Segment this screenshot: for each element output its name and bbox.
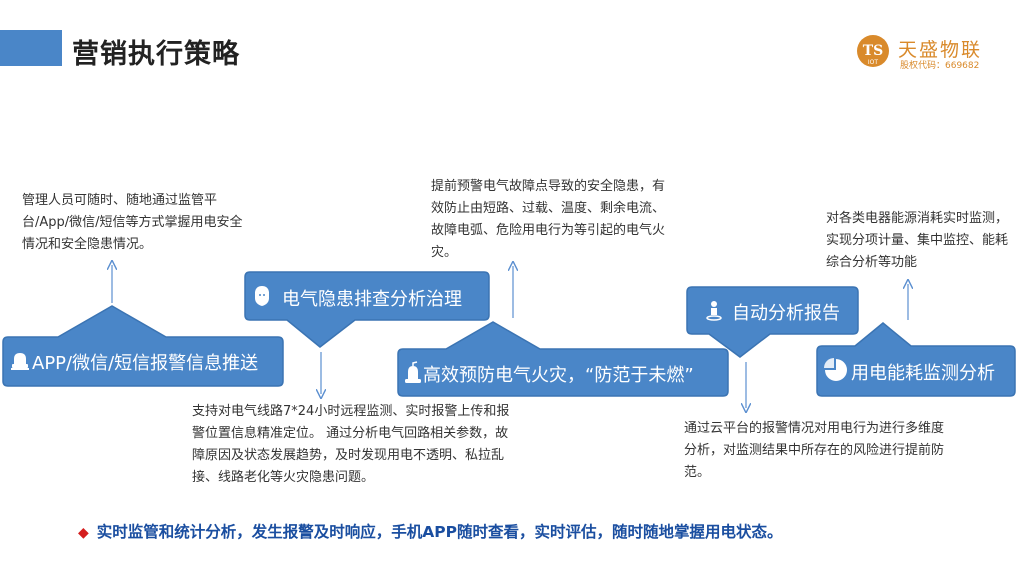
step5-label: 用电能耗监测分析 [851,363,995,384]
person-icon [706,301,722,321]
footer-text: 实时监管和统计分析，发生报警及时响应，手机APP随时查看，实时评估，随时随地掌握… [96,523,783,541]
step3-description: 提前预警电气故障点导致的安全隐患，有效防止由短路、过载、温度、剩余电流、故障电弧… [431,179,666,260]
logo-stock-code: 股权代码：669682 [900,61,980,71]
company-logo: TS IOT 天盛物联 股权代码：669682 [856,34,996,72]
step2-description: 支持对电气线路7*24小时远程监测、实时报警上传和报警位置信息精准定位。 通过分… [192,404,510,485]
step4-label: 自动分析报告 [732,303,840,324]
step2-label: 电气隐患排查分析治理 [282,289,462,310]
step3-callout [397,321,729,397]
logo-company-name: 天盛物联 [898,39,983,61]
step1-label: APP/微信/短信报警信息推送 [32,353,259,374]
footer-bullet-icon: ◆ [78,525,89,541]
step1-callout [2,305,284,387]
page-title: 营销执行策略 [72,39,240,70]
logo-mark-text: TS [863,43,884,59]
shield-icon [255,286,269,306]
step2-callout [244,271,490,348]
logo-mark-icon: TS IOT [857,35,889,67]
step5-description: 对各类电器能源消耗实时监测，实现分项计量、集中监控、能耗综合分析等功能 [826,211,1009,270]
header-accent-block [0,30,62,66]
alarm-icon [11,353,29,370]
pie-chart-icon [824,358,847,381]
footer-summary: ◆ 实时监管和统计分析，发生报警及时响应，手机APP随时查看，实时评估，随时随地掌… [78,520,783,542]
step4-description: 通过云平台的报警情况对用电行为进行多维度分析，对监测结果中所存在的风险进行提前防… [684,421,945,480]
logo-mark-sub: IOT [868,59,878,66]
step4-callout [686,286,859,358]
step5-callout [816,322,1016,397]
step3-label: 高效预防电气火灾，“防范于未燃” [423,365,694,386]
fire-extinguisher-icon [405,361,421,383]
step1-description: 管理人员可随时、随地通过监管平台/App/微信/短信等方式掌握用电安全情况和安全… [22,193,243,252]
